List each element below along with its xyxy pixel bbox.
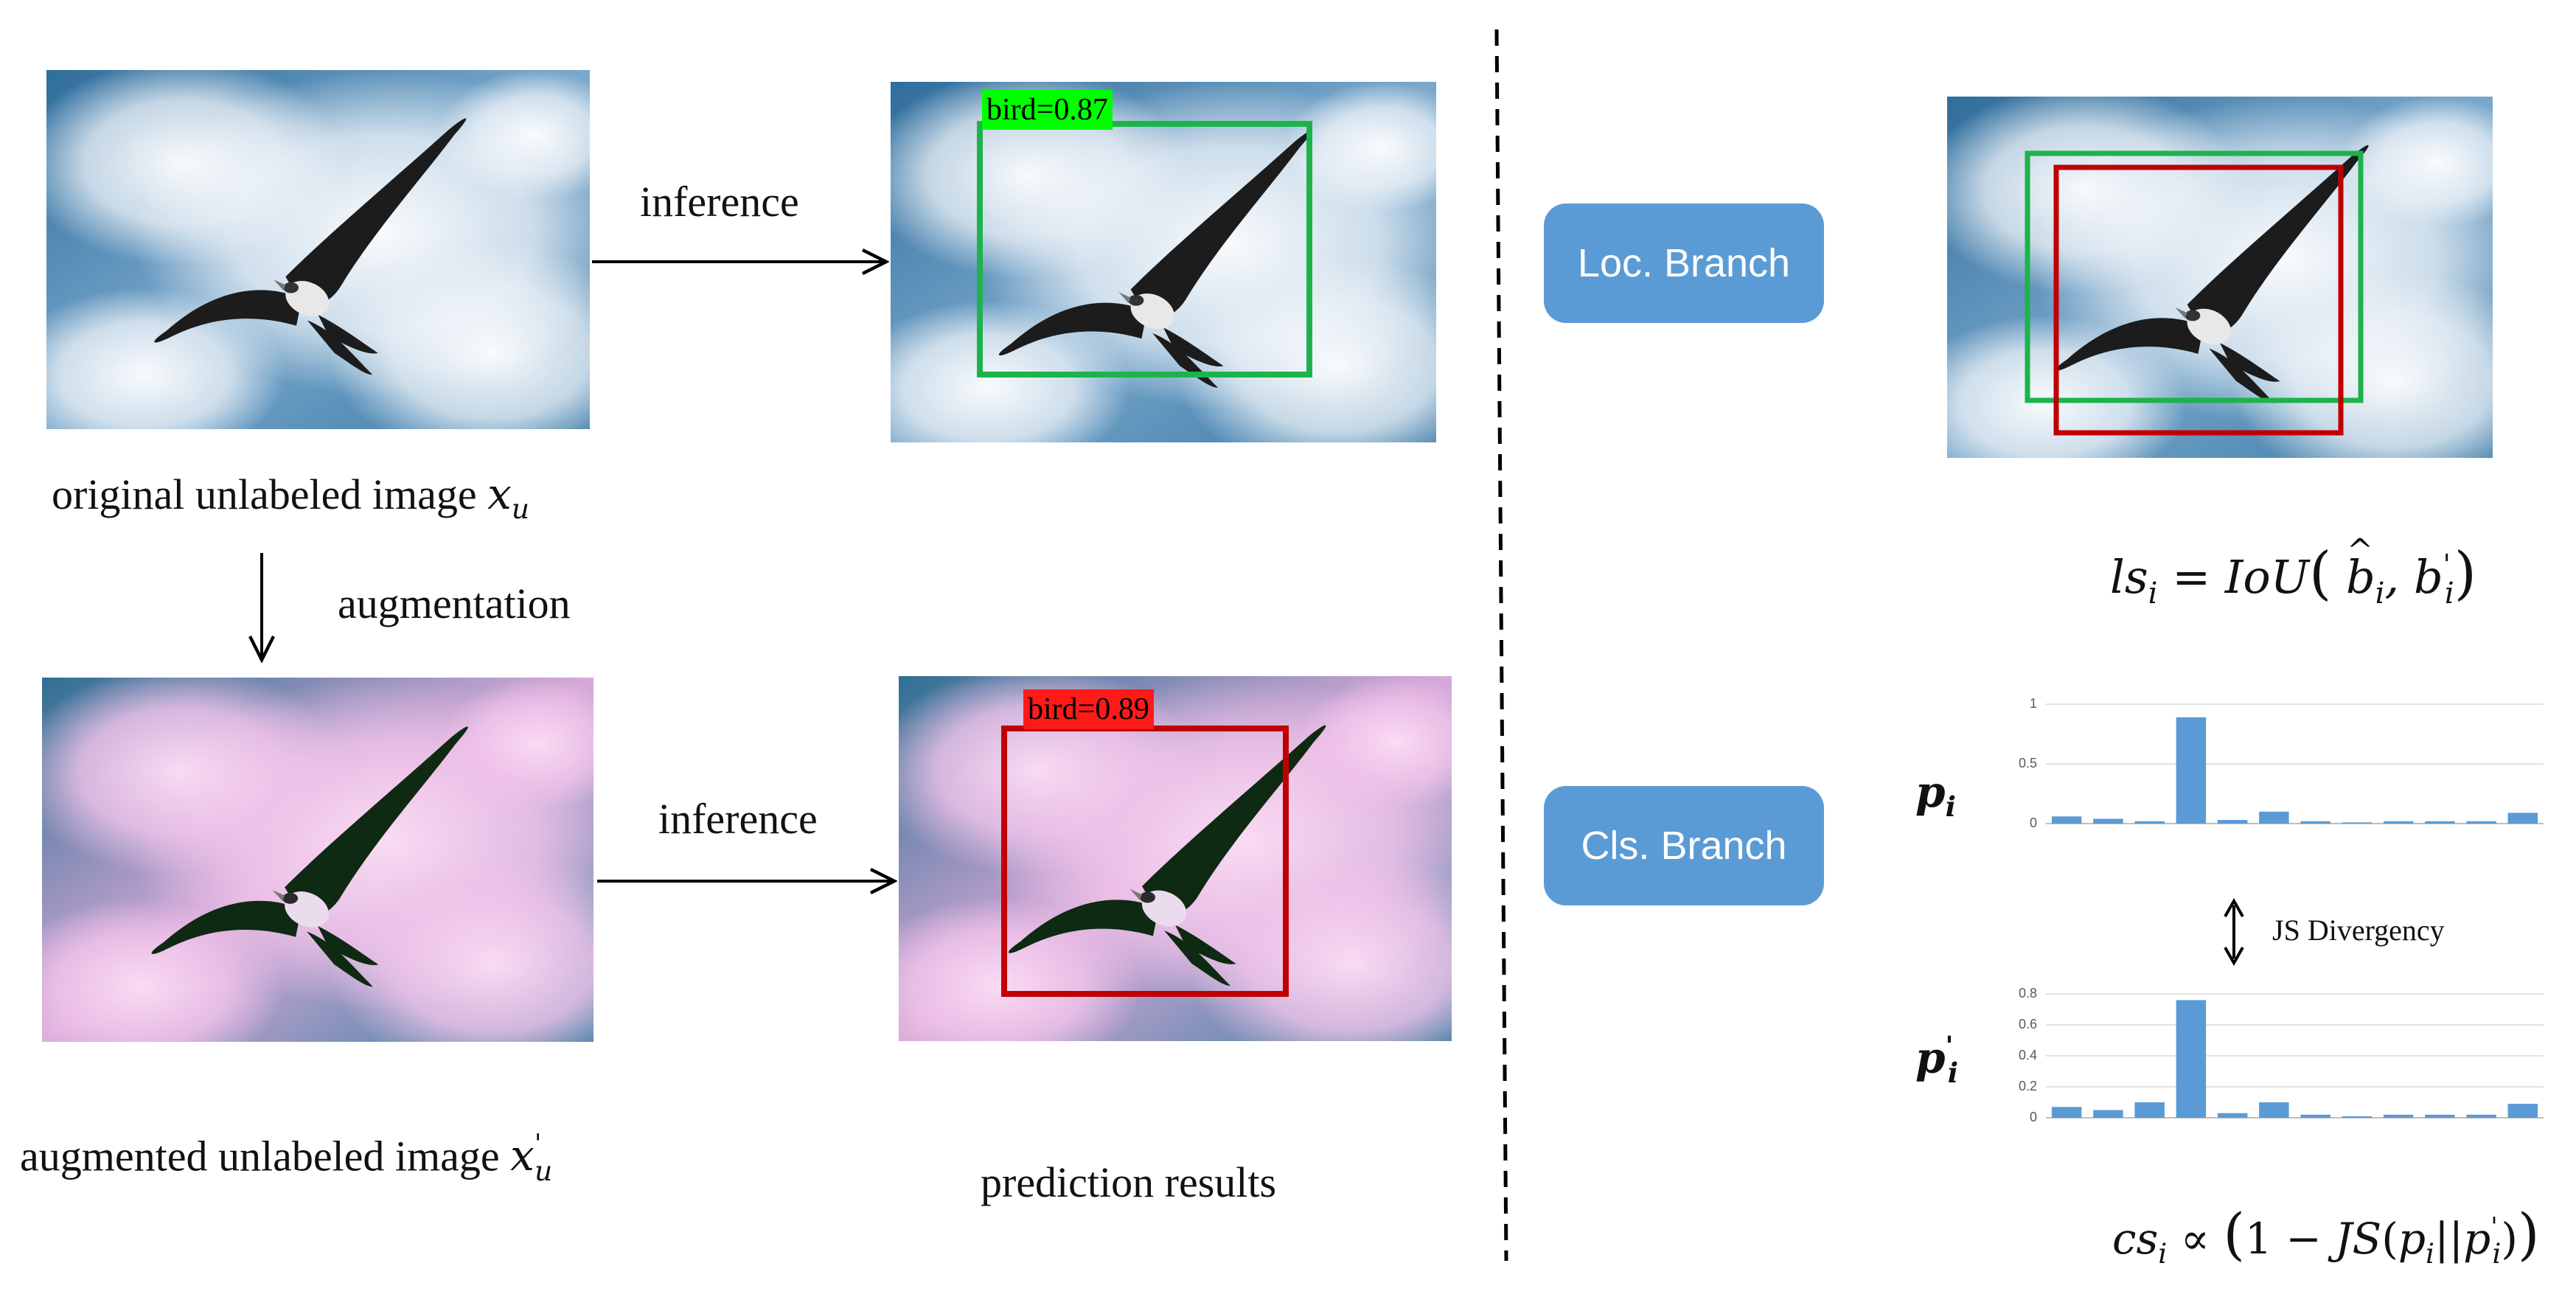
bar <box>2300 821 2330 824</box>
pi-symbol: pi <box>1915 767 1956 824</box>
prediction-results-label: prediction results <box>981 1158 1277 1206</box>
augmented-caption: augmented unlabeled image x'u <box>20 1130 552 1187</box>
bar <box>2466 1114 2496 1118</box>
bar <box>2176 1000 2207 1118</box>
cs-formula: csi ∝ (1 − JS(pi||p'i)) <box>2112 1202 2540 1270</box>
bar <box>2093 1110 2123 1118</box>
bar <box>2383 821 2414 824</box>
bar <box>2134 821 2165 824</box>
inference-label-top: inference <box>640 178 799 226</box>
original-caption-text: original unlabeled image <box>52 470 477 518</box>
original-image <box>46 70 590 429</box>
bar <box>2466 821 2496 824</box>
js-divergency-arrow <box>2224 897 2244 967</box>
inference-label-bottom: inference <box>658 795 818 843</box>
augmented-caption-text: augmented unlabeled image <box>20 1132 500 1180</box>
bar <box>2134 1102 2165 1118</box>
augmented-image <box>42 678 593 1042</box>
augmented-caption-symbol: x'u <box>510 1130 553 1187</box>
y-tick-label: 0 <box>2029 1110 2037 1124</box>
detection-box-original <box>977 121 1312 378</box>
bar <box>2051 816 2082 824</box>
pi-bar-chart <box>2046 703 2544 824</box>
pi-prime-symbol: p'i <box>1915 1031 1959 1089</box>
loc-branch-block: Loc. Branch <box>1544 204 1824 323</box>
bar <box>2217 820 2248 824</box>
augmentation-label: augmentation <box>338 580 571 627</box>
y-tick-label: 0.8 <box>2018 986 2037 1001</box>
detection-tag-original: bird=0.87 <box>982 90 1113 130</box>
dashed-divider <box>1494 29 1508 1262</box>
bar <box>2342 822 2373 824</box>
y-tick-label: 0.6 <box>2018 1017 2037 1032</box>
iou-box-green <box>2025 150 2364 403</box>
bar <box>2051 1107 2082 1118</box>
prediction-image-original <box>891 82 1436 442</box>
y-tick-label: 0 <box>2029 815 2037 830</box>
bar <box>2259 1102 2289 1118</box>
pi-prime-bar-chart <box>2046 993 2544 1119</box>
original-caption: original unlabeled image xu <box>52 469 529 525</box>
bar <box>2093 818 2123 824</box>
ls-formula: lsi = IoU( b^i, b'i) <box>2110 532 2476 611</box>
y-tick-label: 1 <box>2029 696 2037 711</box>
bar <box>2425 1114 2455 1118</box>
bar <box>2507 1104 2538 1118</box>
bar <box>2342 1116 2373 1118</box>
bar <box>2176 717 2207 824</box>
bar <box>2425 821 2455 824</box>
js-divergency-label: JS Divergency <box>2272 914 2445 947</box>
bar <box>2507 813 2538 824</box>
original-caption-symbol: xu <box>487 469 530 526</box>
y-tick-label: 0.2 <box>2018 1079 2037 1093</box>
bar <box>2259 811 2289 824</box>
bar <box>2383 1114 2414 1118</box>
iou-box-red <box>2053 164 2344 436</box>
y-tick-label: 0.5 <box>2018 756 2037 771</box>
y-tick-label: 0.4 <box>2018 1048 2037 1062</box>
detection-tag-augmented: bird=0.89 <box>1023 689 1154 729</box>
bar <box>2217 1113 2248 1118</box>
bar <box>2300 1114 2330 1118</box>
prediction-image-augmented <box>899 676 1452 1041</box>
iou-comparison-image <box>1947 97 2493 458</box>
cls-branch-block: Cls. Branch <box>1544 786 1824 905</box>
